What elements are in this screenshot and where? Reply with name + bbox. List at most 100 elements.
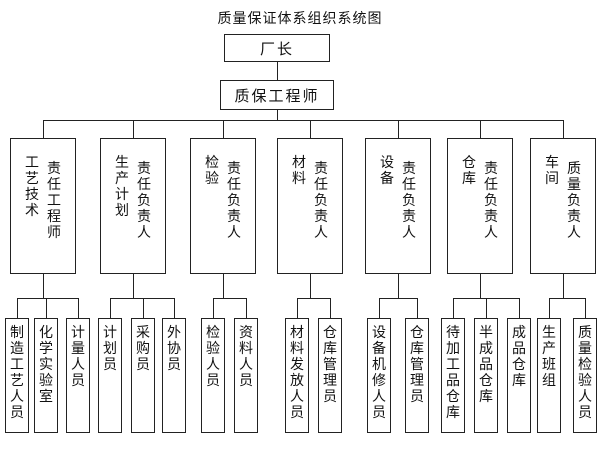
connector-leaf (417, 298, 418, 318)
connector-leaf (143, 298, 144, 318)
department-label: 责任负责人 (402, 161, 416, 241)
staff-box: 质量检验人员 (573, 318, 597, 433)
connector-leaf (585, 298, 586, 318)
staff-label: 计划员 (103, 325, 117, 373)
connector-dept-sub-4 (398, 274, 399, 298)
staff-label: 化学实验室 (39, 325, 53, 405)
connector-second-bus (277, 110, 278, 120)
connector-dept-sub-3 (310, 274, 311, 298)
connector-leaf (549, 298, 550, 318)
department-box: 材料责任负责人 (277, 138, 343, 274)
second-box: 质保工程师 (220, 80, 334, 110)
top-box-label: 厂长 (259, 39, 294, 58)
connector-leaf (17, 298, 18, 318)
connector-leaf (379, 298, 380, 318)
staff-box: 待加工品仓库 (441, 318, 465, 433)
department-label: 材料 (292, 155, 306, 187)
department-label: 仓库 (462, 155, 476, 187)
connector-leaf (78, 298, 79, 318)
staff-box: 制造工艺人员 (5, 318, 29, 433)
staff-box: 化学实验室 (34, 318, 58, 433)
connector-dept-0 (43, 120, 44, 138)
connector-dept-sub-5 (480, 274, 481, 298)
connector-leaf (246, 298, 247, 318)
connector-dept-sub-1 (133, 274, 134, 298)
connector-leaf (174, 298, 175, 318)
department-label: 检验 (205, 155, 219, 187)
connector-leaf (453, 298, 454, 318)
connector-dept-1 (133, 120, 134, 138)
staff-label: 生产班组 (542, 325, 556, 389)
connector-dept-sub-2 (223, 274, 224, 298)
department-box: 工艺技术责任工程师 (10, 138, 76, 274)
staff-box: 资料人员 (234, 318, 258, 433)
department-box: 设备责任负责人 (365, 138, 431, 274)
sub-bus-1 (110, 298, 175, 299)
connector-leaf (519, 298, 520, 318)
sub-bus-0 (17, 298, 79, 299)
staff-label: 计量人员 (71, 325, 85, 389)
sub-bus-4 (379, 298, 418, 299)
department-label: 质量负责人 (567, 161, 581, 241)
staff-box: 半成品仓库 (474, 318, 498, 433)
connector-dept-5 (480, 120, 481, 138)
connector-dept-3 (310, 120, 311, 138)
department-label: 责任负责人 (484, 161, 498, 241)
connector-dept-sub-0 (43, 274, 44, 298)
sub-bus-2 (213, 298, 247, 299)
staff-label: 制造工艺人员 (10, 325, 24, 421)
staff-label: 仓库管理员 (410, 325, 424, 405)
department-label: 责任负责人 (314, 161, 328, 241)
staff-box: 仓库管理员 (405, 318, 429, 433)
department-label: 生产计划 (115, 155, 129, 219)
staff-box: 生产班组 (537, 318, 561, 433)
top-box: 厂长 (224, 34, 330, 62)
staff-box: 计划员 (98, 318, 122, 433)
department-box: 仓库责任负责人 (447, 138, 513, 274)
department-label: 责任工程师 (47, 161, 61, 241)
staff-box: 采购员 (131, 318, 155, 433)
connector-leaf (110, 298, 111, 318)
department-label: 设备 (380, 155, 394, 187)
department-label: 责任负责人 (227, 161, 241, 241)
department-label: 工艺技术 (25, 155, 39, 219)
department-box: 车间质量负责人 (530, 138, 596, 274)
staff-box: 外协员 (162, 318, 186, 433)
sub-bus-6 (549, 298, 586, 299)
department-box: 生产计划责任负责人 (100, 138, 166, 274)
staff-label: 仓库管理员 (323, 325, 337, 405)
staff-label: 待加工品仓库 (446, 325, 460, 421)
bus-departments (43, 120, 564, 121)
connector-dept-6 (563, 120, 564, 138)
connector-top-second (277, 62, 278, 80)
connector-leaf (213, 298, 214, 318)
staff-label: 半成品仓库 (479, 325, 493, 405)
staff-label: 检验人员 (206, 325, 220, 389)
connector-dept-4 (398, 120, 399, 138)
staff-box: 成品仓库 (507, 318, 531, 433)
connector-leaf (46, 298, 47, 318)
staff-label: 质量检验人员 (578, 325, 592, 421)
staff-label: 外协员 (167, 325, 181, 373)
second-box-label: 质保工程师 (234, 86, 320, 105)
staff-box: 设备机修人员 (367, 318, 391, 433)
staff-box: 仓库管理员 (318, 318, 342, 433)
sub-bus-3 (297, 298, 331, 299)
staff-label: 采购员 (136, 325, 150, 373)
connector-leaf (330, 298, 331, 318)
connector-leaf (297, 298, 298, 318)
department-box: 检验责任负责人 (190, 138, 256, 274)
staff-box: 材料发放人员 (285, 318, 309, 433)
staff-label: 资料人员 (239, 325, 253, 389)
connector-dept-sub-6 (563, 274, 564, 298)
chart-title: 质量保证体系组织系统图 (217, 11, 383, 27)
staff-label: 设备机修人员 (372, 325, 386, 421)
department-label: 责任负责人 (137, 161, 151, 241)
staff-label: 成品仓库 (512, 325, 526, 389)
department-label: 车间 (545, 155, 559, 187)
connector-dept-2 (223, 120, 224, 138)
staff-box: 计量人员 (66, 318, 90, 433)
staff-box: 检验人员 (201, 318, 225, 433)
connector-leaf (486, 298, 487, 318)
staff-label: 材料发放人员 (290, 325, 304, 421)
